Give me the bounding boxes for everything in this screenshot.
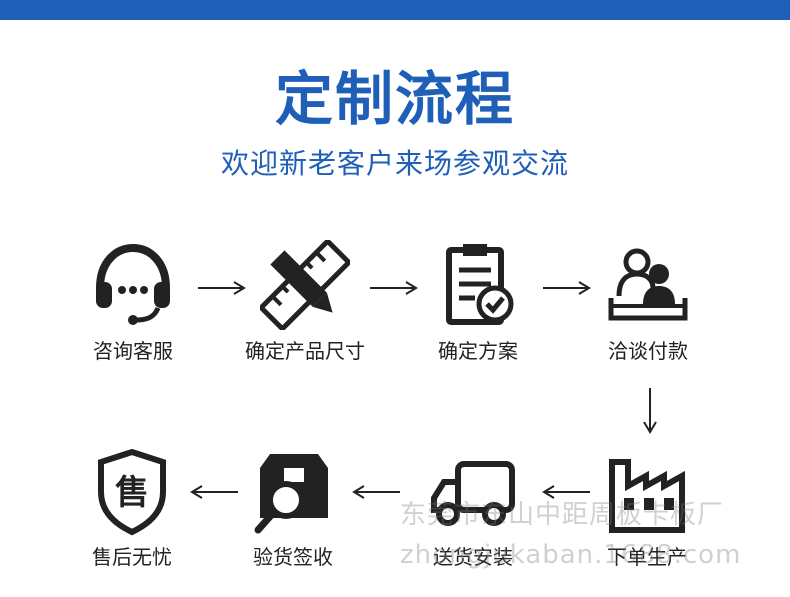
page-title: 定制流程 <box>274 65 515 133</box>
arrow-left-icon <box>542 485 590 499</box>
step-label: 下单生产 <box>607 545 687 569</box>
svg-text:售: 售 <box>115 473 149 513</box>
step-label: 洽谈付款 <box>608 339 688 363</box>
step-confirm-plan: 确定方案 <box>398 240 558 364</box>
step-confirm-size: 确定产品尺寸 <box>225 240 385 364</box>
after-sales-shield-icon: 售 <box>98 448 166 536</box>
arrow-down-icon <box>643 388 657 434</box>
top-accent-bar <box>0 0 790 20</box>
step-consult-service: 咨询客服 <box>53 240 213 364</box>
step-negotiate-payment: 洽谈付款 <box>568 240 728 364</box>
step-label: 送货安装 <box>433 545 513 569</box>
step-order-production: 下单生产 <box>567 446 727 570</box>
step-label: 验货签收 <box>253 545 333 569</box>
meeting-people-icon <box>608 248 688 321</box>
pencil-ruler-icon <box>260 240 350 330</box>
step-label: 售后无忧 <box>92 545 172 569</box>
step-label: 咨询客服 <box>93 339 173 363</box>
page-subtitle: 欢迎新老客户来场参观交流 <box>220 147 569 180</box>
clipboard-check-icon <box>446 244 514 325</box>
step-inspect-sign: 验货签收 <box>213 446 373 570</box>
step-label: 确定方案 <box>438 339 518 363</box>
step-after-sales: 售 售后无忧 <box>52 446 212 570</box>
box-magnifier-icon <box>254 454 328 534</box>
truck-icon <box>431 461 515 526</box>
arrow-left-icon <box>190 485 238 499</box>
arrow-right-icon <box>198 281 246 295</box>
step-label: 确定产品尺寸 <box>245 339 365 363</box>
arrow-right-icon <box>543 281 591 295</box>
headset-icon <box>96 243 170 325</box>
arrow-left-icon <box>352 485 400 499</box>
factory-icon <box>609 459 685 533</box>
step-delivery-install: 送货安装 <box>393 446 553 570</box>
arrow-right-icon <box>370 281 418 295</box>
